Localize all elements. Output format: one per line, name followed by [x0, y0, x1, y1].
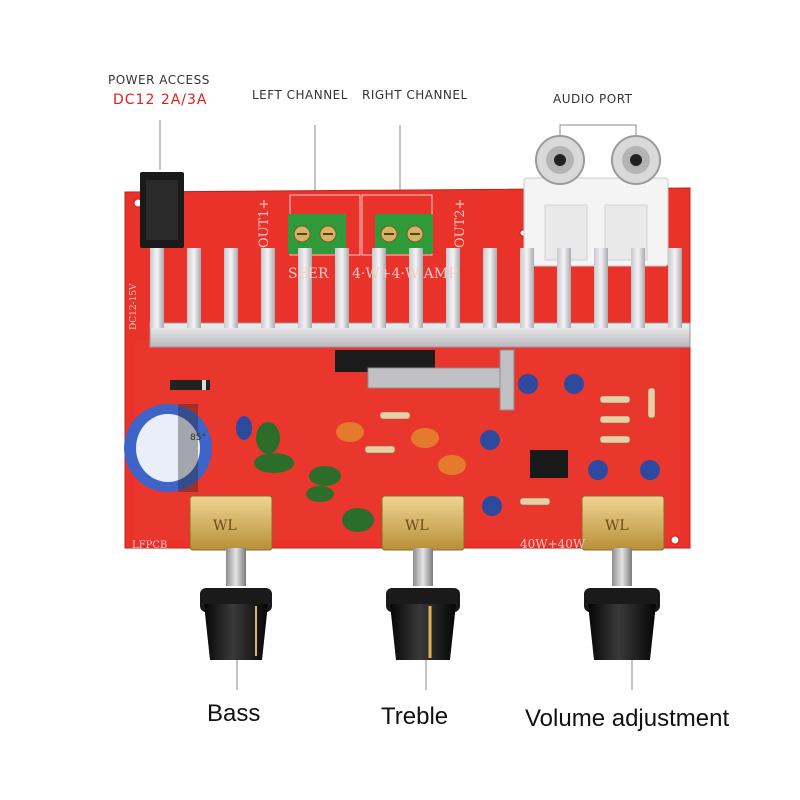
silk-out1-text: OUT1+: [257, 199, 272, 248]
silk-dc-text: DC12-15V: [129, 283, 139, 330]
treble-knob[interactable]: [386, 588, 460, 660]
silk-pcb-name: LFPCB: [132, 540, 167, 551]
bass-potentiometer: WL: [189, 495, 273, 586]
bass-knob[interactable]: [200, 588, 272, 660]
left-channel-label: LEFT CHANNEL: [252, 88, 348, 102]
treble-potentiometer: WL: [381, 495, 465, 586]
right-channel-label: RIGHT CHANNEL: [362, 88, 468, 102]
silk-power-label: 40W+40W: [520, 537, 586, 551]
treble-pot-label: WL: [405, 518, 429, 534]
silk-out2-text: OUT2+: [453, 199, 468, 248]
volume-adjustment-label: Volume adjustment: [525, 705, 730, 732]
left-channel-terminal: [288, 214, 346, 254]
bass-pot-label: WL: [213, 518, 237, 534]
electrolytic-capacitor: 85°: [124, 404, 212, 492]
rca-audio-port: [523, 135, 669, 267]
right-channel-terminal: [375, 214, 433, 254]
volume-potentiometer: WL: [581, 495, 665, 586]
power-spec-label: DC12 2A/3A: [113, 92, 208, 108]
heat-sink: [149, 248, 691, 348]
volume-knob[interactable]: [584, 588, 660, 660]
audio-port-label: AUDIO PORT: [553, 92, 633, 106]
capacitor-marking: 85°: [190, 433, 206, 443]
power-access-label: POWER ACCESS: [108, 73, 210, 87]
silk-amp-text: SEER: [288, 266, 329, 282]
silk-amp-rating-text: 4·W+4·W AMP: [352, 266, 458, 282]
volume-pot-label: WL: [605, 518, 629, 534]
treble-label: Treble: [381, 703, 449, 730]
bass-label: Bass: [207, 700, 261, 727]
